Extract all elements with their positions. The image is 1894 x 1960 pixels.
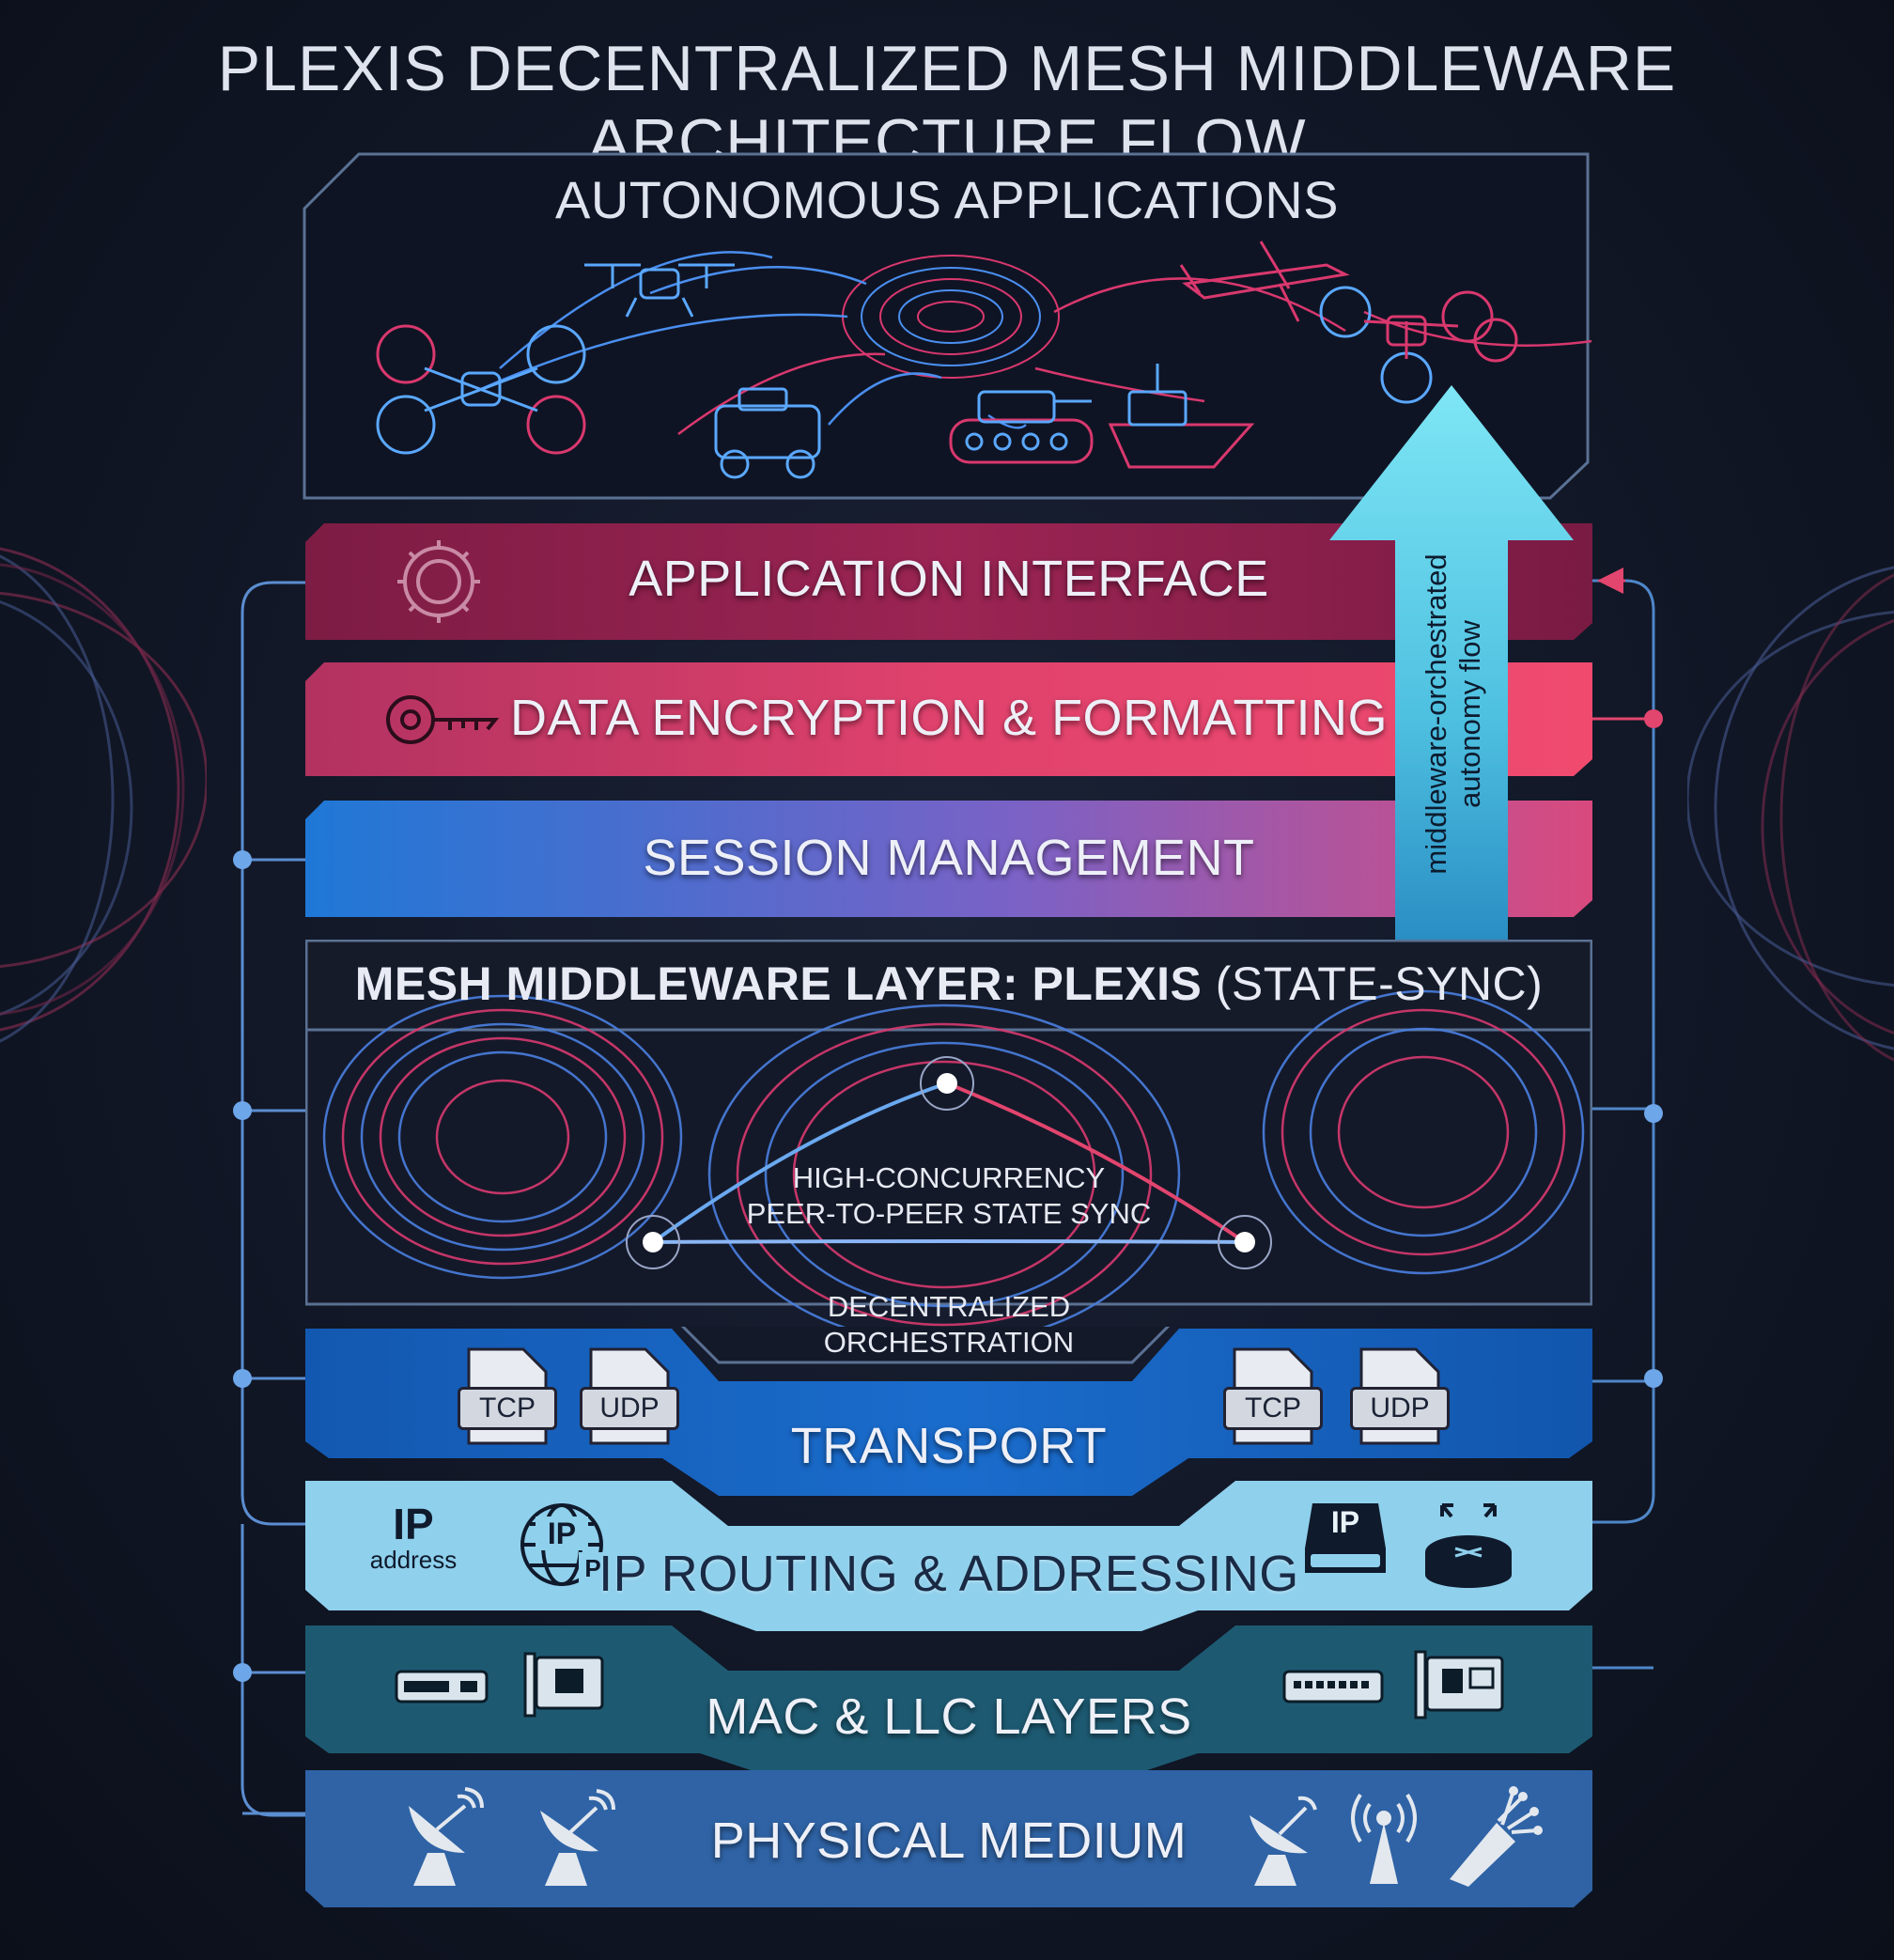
network-card-icon-right	[1414, 1650, 1504, 1719]
udp-file-icon-right: UDP	[1350, 1346, 1450, 1447]
layer-transport: DECENTRALIZED ORCHESTRATION TCP UDP TCP …	[305, 1290, 1592, 1501]
network-switch-icon-left	[395, 1670, 489, 1703]
tcp-tag-left: TCP	[458, 1387, 557, 1430]
ip-drive-icon-ip: IP	[1330, 1505, 1360, 1539]
ip-drive-icon: IP	[1303, 1501, 1388, 1577]
autonomy-flow-line2: autonomy flow	[1453, 620, 1486, 808]
ip-address-icon-text: address	[369, 1546, 458, 1574]
ip-routing-label: IP ROUTING & ADDRESSING	[598, 1546, 1299, 1602]
network-card-icon-left	[523, 1652, 604, 1718]
quadcopter-left-icon	[376, 324, 586, 455]
state-sync-triangle	[651, 1081, 1247, 1244]
satellite-dish-icon-3	[1250, 1796, 1317, 1886]
orchestration-line1: DECENTRALIZED	[827, 1290, 1071, 1323]
orchestration-line2: ORCHESTRATION	[823, 1326, 1075, 1359]
sync-nodes	[626, 1056, 1272, 1269]
left-mesh-decoration	[0, 547, 207, 1043]
tracked-vehicle-icon	[949, 390, 1094, 464]
surface-vessel-icon	[1108, 364, 1255, 469]
quadcopter-right-icon	[1319, 286, 1518, 404]
mesh-middleware-title-bold: MESH MIDDLEWARE LAYER: PLEXIS	[354, 957, 1203, 1010]
mesh-middleware-title-light: (STATE-SYNC)	[1215, 957, 1544, 1010]
autonomous-applications-panel	[303, 152, 1591, 500]
mesh-swirls	[322, 989, 1585, 1346]
quadcopter-top-icon	[584, 263, 735, 318]
mesh-middleware-title: MESH MIDDLEWARE LAYER: PLEXIS (STATE-SYN…	[305, 957, 1592, 1011]
diagram-title: PLEXIS DECENTRALIZED MESH MIDDLEWARE ARC…	[217, 33, 1677, 178]
radio-tower-icon	[1351, 1793, 1417, 1884]
rail-nodes	[233, 709, 1663, 1682]
state-sync-line1: HIGH-CONCURRENCY	[792, 1161, 1106, 1194]
ground-rover-icon	[714, 387, 821, 479]
data-encryption-label: DATA ENCRYPTION & FORMATTING	[509, 690, 1389, 746]
router-icon	[1425, 1503, 1512, 1588]
transport-label: TRANSPORT	[790, 1418, 1108, 1474]
satellite-dish-icon-1	[409, 1787, 484, 1886]
fixed-wing-aircraft-icon	[1179, 241, 1350, 322]
key-icon	[386, 695, 500, 744]
physical-medium-label: PHYSICAL MEDIUM	[710, 1812, 1188, 1869]
tcp-file-icon-left: TCP	[458, 1346, 557, 1447]
udp-file-icon-left: UDP	[580, 1346, 679, 1447]
layer-mesh-middleware: MESH MIDDLEWARE LAYER: PLEXIS (STATE-SYN…	[305, 940, 1592, 1346]
ip-globe-icon-p: P	[579, 1552, 607, 1584]
layer-physical-medium: PHYSICAL MEDIUM	[305, 1768, 1592, 1909]
right-mesh-decoration	[1687, 566, 1894, 1062]
satellite-dish-icon-2	[540, 1789, 615, 1886]
rail-arrowhead	[1597, 568, 1623, 594]
autonomy-flow-label: middleware-orchestrated autonomy flow	[1364, 545, 1543, 883]
autonomy-flow-line1: middleware-orchestrated	[1420, 553, 1452, 875]
application-interface-label: APPLICATION INTERFACE	[629, 551, 1269, 607]
state-sync-caption: HIGH-CONCURRENCY PEER-TO-PEER STATE SYNC	[691, 1160, 1207, 1232]
autonomy-flow-arrow	[1329, 385, 1574, 940]
ip-address-icon: IP address	[362, 1501, 465, 1573]
session-management-label: SESSION MANAGEMENT	[643, 830, 1255, 886]
ip-globe-icon: IP P	[517, 1500, 607, 1590]
tcp-tag-right: TCP	[1223, 1387, 1323, 1430]
udp-tag-left: UDP	[580, 1387, 679, 1430]
state-sync-line2: PEER-TO-PEER STATE SYNC	[746, 1197, 1152, 1230]
fiber-optic-cable-icon	[1450, 1786, 1543, 1887]
autonomous-applications-title: AUTONOMOUS APPLICATIONS	[554, 170, 1340, 229]
layer-ip-routing: IP address IP P IP	[305, 1479, 1592, 1634]
layer-data-encryption: DATA ENCRYPTION & FORMATTING	[305, 661, 1592, 778]
tcp-file-icon-right: TCP	[1223, 1346, 1323, 1447]
mac-llc-label: MAC & LLC LAYERS	[706, 1688, 1192, 1745]
udp-tag-right: UDP	[1350, 1387, 1450, 1430]
layer-session-management: SESSION MANAGEMENT	[305, 799, 1592, 919]
layer-mac-llc: MAC & LLC LAYERS	[305, 1624, 1592, 1774]
ip-globe-icon-ip: IP	[536, 1517, 588, 1550]
ip-address-icon-ip: IP	[393, 1500, 434, 1548]
network-switch-icon-right	[1282, 1670, 1384, 1703]
orchestration-caption: DECENTRALIZED ORCHESTRATION	[305, 1289, 1592, 1361]
layer-application-interface: APPLICATION INTERFACE	[305, 521, 1592, 642]
gear-icon	[397, 540, 480, 623]
